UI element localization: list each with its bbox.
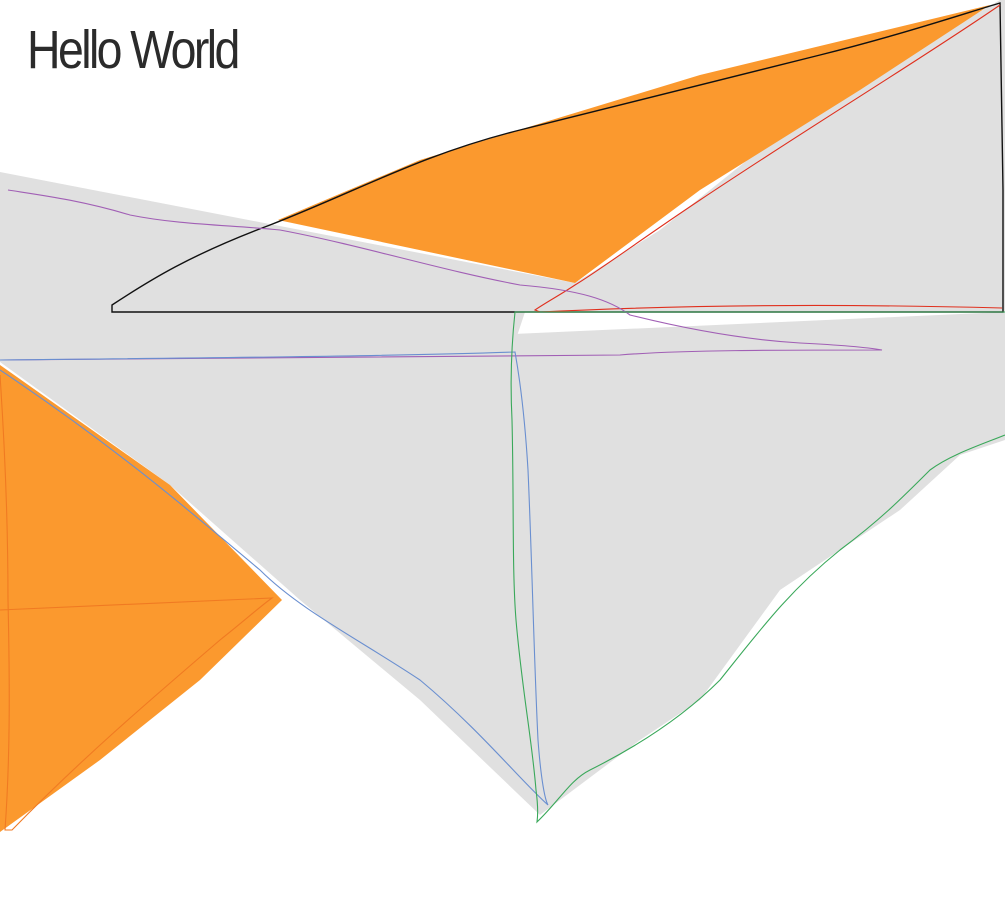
blue-stroke bbox=[0, 351, 549, 806]
green-stroke bbox=[510, 311, 1005, 824]
orange-lower-left-shape bbox=[0, 365, 282, 832]
page-title: Hello World bbox=[27, 20, 240, 80]
grey-upper-band-shape bbox=[0, 0, 1005, 357]
purple-stroke bbox=[0, 189, 883, 361]
red-stroke bbox=[533, 4, 1003, 313]
grey-lower-wedge-shape bbox=[0, 312, 1005, 815]
orange-upper-triangle-shape bbox=[278, 5, 990, 283]
black-outline-stroke bbox=[111, 2, 1004, 313]
orange-outline-stroke bbox=[0, 374, 274, 831]
